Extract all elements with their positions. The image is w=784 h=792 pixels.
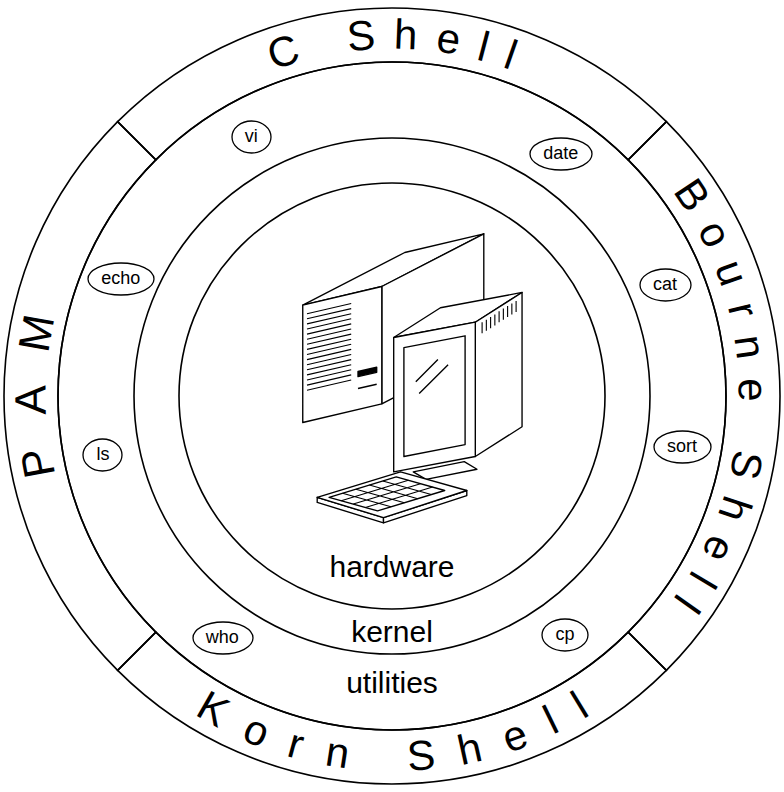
utility-oval-border bbox=[542, 619, 588, 651]
shell-name-letter bbox=[312, 20, 332, 63]
utility-oval: vi bbox=[231, 120, 272, 154]
utility-name: date bbox=[529, 137, 592, 171]
utility-name: cp bbox=[541, 618, 588, 652]
utility-name: sort bbox=[653, 430, 711, 464]
shell-name-letter: e bbox=[496, 712, 532, 759]
system-unit-front bbox=[303, 287, 382, 423]
shell-segment: Bourne Shell bbox=[626, 119, 782, 673]
system-unit-grille bbox=[307, 304, 351, 391]
utility-oval-border bbox=[88, 263, 154, 295]
utility-oval-border bbox=[193, 622, 253, 654]
shell-segment: PAM bbox=[2, 119, 158, 673]
shell-name-letter: r bbox=[284, 722, 309, 766]
utility-oval: cat bbox=[639, 268, 692, 302]
shell-name-letter: h bbox=[454, 726, 486, 772]
shell-name-letter: l bbox=[564, 684, 594, 725]
shell-segment: Korn Shell bbox=[115, 630, 669, 786]
shell-name-letter: l bbox=[537, 699, 564, 741]
shell-name-letter: A bbox=[9, 385, 53, 415]
shell-name-letter: h bbox=[711, 491, 758, 526]
shell-name-letter: l bbox=[667, 588, 707, 620]
shell-name-letter: o bbox=[691, 214, 739, 254]
shell-name-letter: B bbox=[667, 172, 717, 219]
shell-name-letter: P bbox=[13, 444, 62, 481]
layer-circle: hardware kernel bbox=[132, 136, 652, 656]
shell-name-letter: h bbox=[393, 14, 418, 57]
monitor-front bbox=[394, 322, 476, 472]
utility-oval: echo bbox=[87, 262, 155, 296]
shell-name-letter: S bbox=[723, 448, 770, 484]
ring-segment-border bbox=[628, 122, 780, 671]
shell-name: Korn Shell bbox=[115, 630, 669, 786]
drive-slot-line bbox=[358, 384, 377, 388]
shell-name: PAM bbox=[2, 119, 158, 673]
layer-circle-border bbox=[134, 138, 650, 654]
utility-name: vi bbox=[231, 120, 272, 154]
monitor-side bbox=[475, 292, 522, 456]
shell-name-letter: e bbox=[695, 529, 743, 568]
layer-circle-outline bbox=[177, 181, 607, 611]
screen-glare bbox=[416, 360, 448, 394]
shell-name-letter: l bbox=[474, 25, 494, 68]
layer-name: utilities bbox=[346, 665, 438, 701]
utility-name: ls bbox=[82, 438, 123, 472]
shell-name-letter: e bbox=[732, 378, 774, 402]
shell-name-letter: S bbox=[405, 734, 436, 778]
drive-slot bbox=[358, 367, 377, 376]
monitor-screen bbox=[404, 336, 465, 457]
utility-name: echo bbox=[87, 262, 154, 296]
utility-oval-border bbox=[654, 431, 711, 463]
computer-drawing bbox=[303, 234, 522, 523]
shell-name-letter bbox=[371, 736, 384, 778]
ring-segment-border bbox=[118, 632, 667, 784]
layer-name: hardware bbox=[329, 549, 454, 585]
utility-oval-border bbox=[232, 121, 271, 153]
shell-segment: C Shell bbox=[115, 6, 669, 162]
shell-name-letter: r bbox=[720, 298, 764, 322]
shell-name-letter: l bbox=[500, 34, 523, 77]
shell-name-letter: M bbox=[12, 311, 62, 355]
keyboard-top bbox=[317, 472, 467, 518]
shell-name-letter: C bbox=[262, 27, 304, 76]
utility-name: cat bbox=[639, 268, 691, 302]
ring-segment-border bbox=[118, 8, 667, 160]
utility-oval: cp bbox=[541, 618, 589, 652]
utility-oval: date bbox=[529, 137, 593, 171]
shell-name: C Shell bbox=[115, 6, 669, 162]
layer-circle: hardware bbox=[177, 181, 607, 611]
shell-name-letter: n bbox=[323, 730, 352, 775]
utility-oval: who bbox=[192, 621, 254, 655]
keyboard-key-grid bbox=[341, 480, 432, 507]
shell-name-letter bbox=[730, 419, 773, 434]
shell-name-letter: o bbox=[238, 707, 275, 755]
shell-name-letter: l bbox=[682, 566, 723, 595]
ring-segment-border bbox=[4, 122, 156, 671]
shell-name-letter: K bbox=[190, 684, 235, 734]
utility-oval-border bbox=[83, 439, 122, 471]
layer-circle: vi date echo cat ls sort who cp hardware kernel ut… bbox=[56, 60, 728, 732]
shell-name-letter: u bbox=[708, 255, 755, 291]
utility-oval: ls bbox=[82, 438, 123, 472]
shell-name-letter: n bbox=[727, 333, 772, 362]
layer-circle-border bbox=[58, 62, 726, 730]
layer-circle-border bbox=[179, 183, 605, 609]
shell-name: Bourne Shell bbox=[626, 119, 782, 673]
layer-name: kernel bbox=[351, 614, 433, 650]
utility-name: who bbox=[192, 621, 253, 655]
utility-oval: sort bbox=[653, 430, 712, 464]
utility-oval-border bbox=[530, 138, 592, 170]
shell-name-letter: e bbox=[434, 17, 464, 62]
monitor-vents bbox=[482, 301, 516, 333]
shell-name-letter: S bbox=[345, 14, 377, 58]
keyboard-keys bbox=[329, 477, 445, 511]
utility-oval-border bbox=[640, 269, 691, 301]
